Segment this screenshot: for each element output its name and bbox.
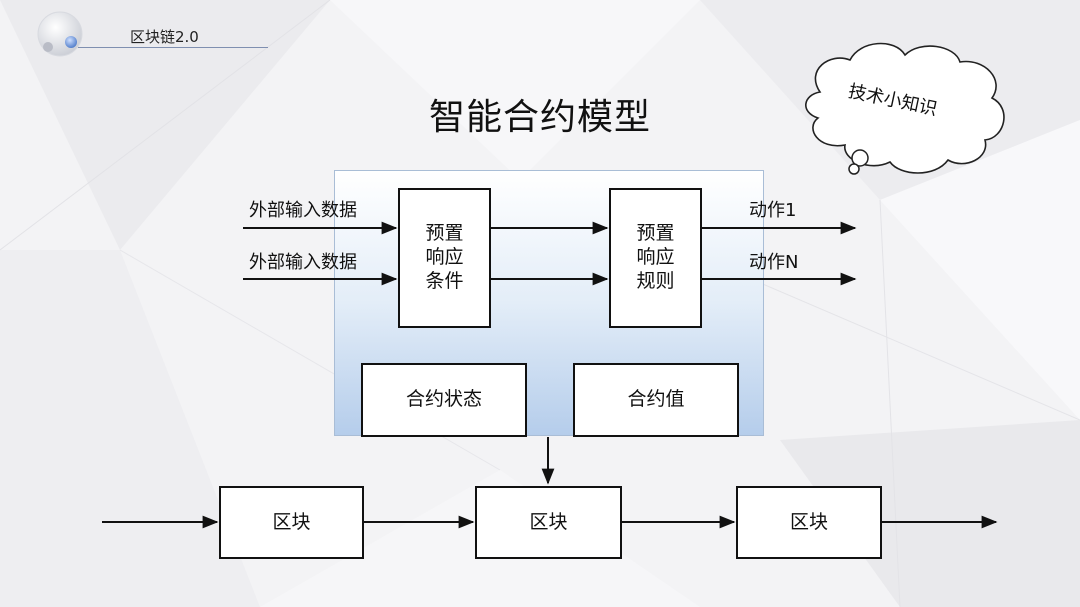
block-3: 区块 — [736, 486, 882, 559]
slide-title: 智能合约模型 — [428, 97, 651, 138]
output-label-1: 动作1 — [749, 200, 797, 221]
header-underline — [78, 47, 268, 48]
block-2: 区块 — [475, 486, 622, 559]
input-label-2: 外部输入数据 — [249, 252, 357, 273]
output-label-2: 动作N — [749, 252, 799, 273]
preset-condition-box: 预置 响应 条件 — [398, 188, 491, 328]
input-label-1: 外部输入数据 — [249, 200, 357, 221]
section-label: 区块链2.0 — [130, 28, 199, 46]
block-1: 区块 — [219, 486, 364, 559]
preset-rule-box: 预置 响应 规则 — [609, 188, 702, 328]
contract-state-box: 合约状态 — [361, 363, 527, 437]
contract-value-box: 合约值 — [573, 363, 739, 437]
